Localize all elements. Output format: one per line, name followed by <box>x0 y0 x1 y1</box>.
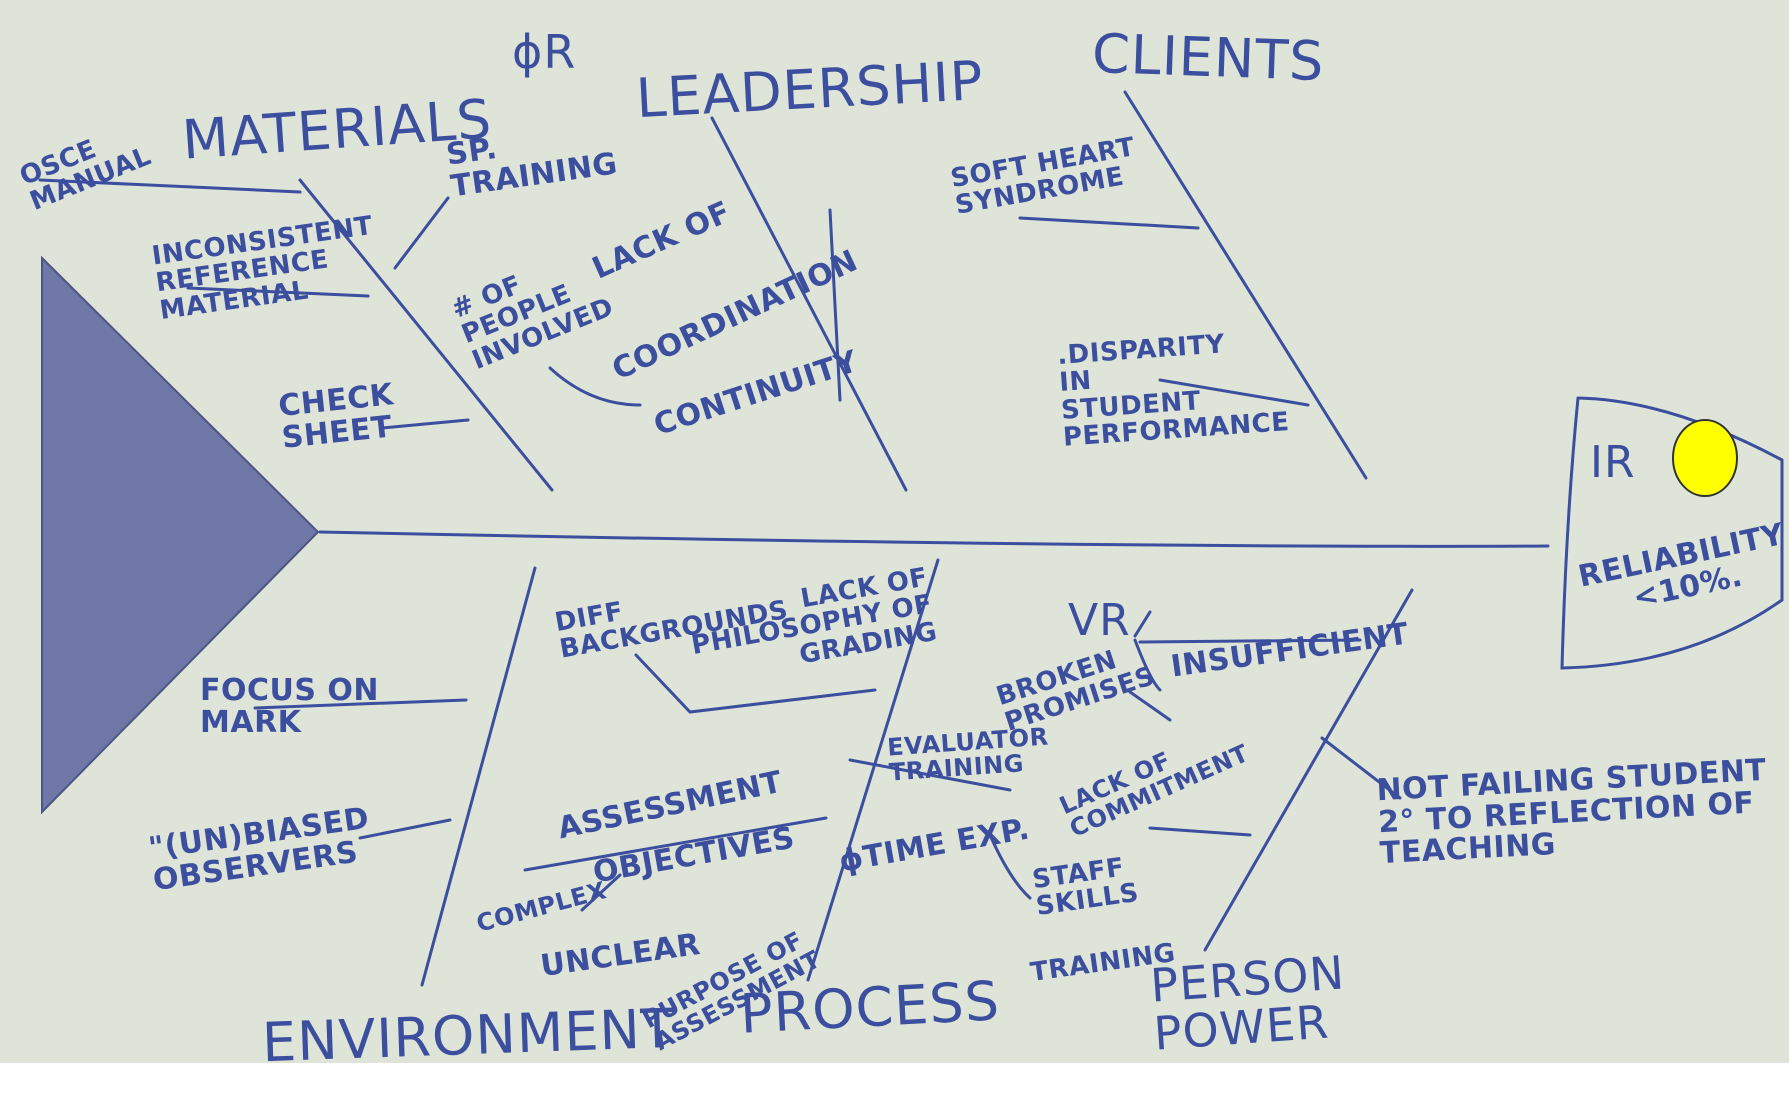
leadership-bone <box>710 116 908 492</box>
head-outline <box>1560 396 1784 670</box>
tail-triangle <box>41 255 320 815</box>
cause-check-sheet: CHECK SHEET <box>276 377 396 456</box>
cause-disparity: .DISPARITY IN STUDENT PERFORMANCE <box>1056 329 1291 453</box>
person-power-bone <box>1203 588 1414 952</box>
cause-focus-on-mark: FOCUS ON MARK <box>200 673 380 740</box>
environment-bone <box>420 566 537 987</box>
cause-phi-r: ɸR <box>512 25 577 79</box>
cause-vr: VR <box>1068 595 1131 646</box>
spine-line <box>318 530 1550 548</box>
head-ir: IR <box>1590 437 1636 488</box>
category-clients: CLIENTS <box>1091 21 1326 94</box>
materials-bone <box>298 178 554 492</box>
category-person-power: PERSON POWER <box>1148 945 1347 1061</box>
process-bone <box>806 558 940 982</box>
category-environment: ENVIRONMENT <box>260 996 676 1075</box>
clients-bone <box>1123 90 1368 480</box>
yellow-dot <box>1672 419 1738 497</box>
